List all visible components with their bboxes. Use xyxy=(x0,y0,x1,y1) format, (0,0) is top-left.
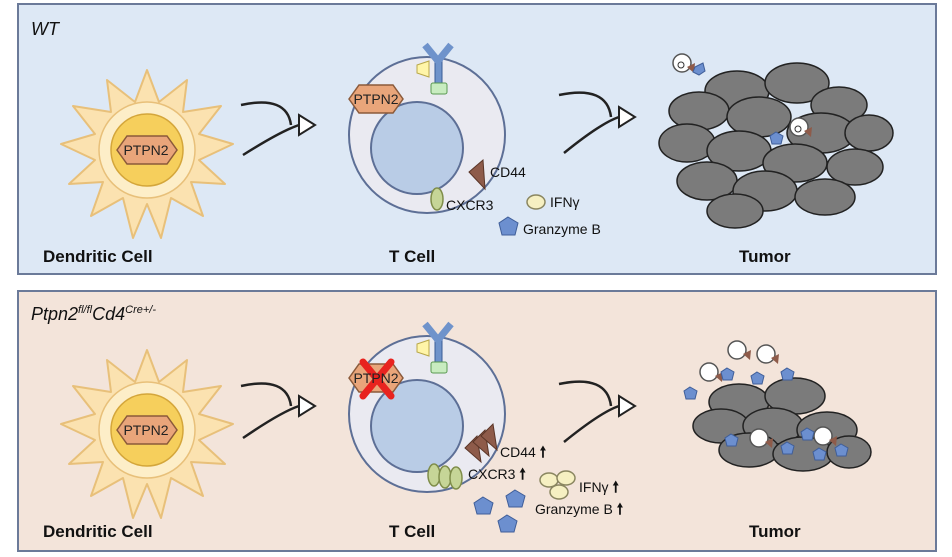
ptpn2-protein xyxy=(116,415,178,445)
cd44-label: CD44 xyxy=(490,164,526,180)
dendritic-cell-label: Dendritic Cell xyxy=(43,522,153,541)
ifng-text: IFNγ xyxy=(579,479,609,495)
cxcr3-up-arrow: 🠕 xyxy=(519,466,526,483)
ko-illustration xyxy=(19,292,935,550)
dc-ptpn2-label: PTPN2 xyxy=(123,422,169,438)
t-cell-label: T Cell xyxy=(389,522,436,541)
arrow-dc-to-tcell xyxy=(240,101,317,157)
ko-genotype-label: Ptpn2fl/flCd4Cre+/- xyxy=(31,304,156,325)
genotype-sup-flox: fl/fl xyxy=(78,304,93,316)
infiltrating-tcells xyxy=(699,340,833,448)
genotype-cre: Cd4 xyxy=(92,304,126,324)
ifng-up-arrow: 🠕 xyxy=(612,479,619,496)
wt-genotype-label: WT xyxy=(31,19,59,39)
cd44-text: CD44 xyxy=(500,444,536,460)
tcr-receptor xyxy=(416,321,454,374)
tumor-label: Tumor xyxy=(749,522,801,541)
infiltrating-tcell xyxy=(789,117,812,137)
genotype-sup-cre: Cre+/- xyxy=(125,304,157,316)
dendritic-cell xyxy=(60,69,234,239)
cd44-up-arrow: 🠕 xyxy=(539,444,547,461)
tumor xyxy=(658,62,894,229)
wt-illustration xyxy=(19,5,935,273)
tcr-receptor xyxy=(416,42,454,95)
ko-panel: Ptpn2fl/flCd4Cre+/- PTPN2 PTPN2 CD44 🠕 C… xyxy=(17,290,937,552)
cd44-marker xyxy=(468,158,486,191)
knockout-cross xyxy=(359,358,395,400)
cxcr3-marker xyxy=(430,187,444,211)
cd44-label: CD44 🠕 xyxy=(500,442,546,467)
dendritic-cell-label: Dendritic Cell xyxy=(43,247,153,266)
granzyme-up-arrow: 🠕 xyxy=(616,501,624,518)
ptpn2-protein xyxy=(348,84,404,114)
ifng-icon xyxy=(526,194,546,210)
genotype-main: Ptpn2 xyxy=(31,304,79,324)
granzyme-label: Granzyme B 🠕 xyxy=(535,499,623,524)
ifng-label: IFNγ xyxy=(550,194,580,210)
dc-ptpn2-label: PTPN2 xyxy=(123,142,169,158)
tumor-label: Tumor xyxy=(739,247,791,266)
ptpn2-protein xyxy=(116,135,178,165)
ifng-cluster xyxy=(539,470,576,500)
granzyme-label: Granzyme B xyxy=(523,221,601,237)
t-cell xyxy=(348,42,506,214)
infiltrating-markers xyxy=(715,350,837,448)
granzyme-cluster xyxy=(473,489,526,533)
tcell-ptpn2-label: PTPN2 xyxy=(353,91,399,107)
infiltrating-tcell xyxy=(672,53,706,76)
granzyme-icon xyxy=(769,131,784,145)
cd44-cluster xyxy=(464,422,498,464)
cxcr3-text: CXCR3 xyxy=(468,466,516,482)
cxcr3-label: CXCR3 🠕 xyxy=(468,464,526,489)
t-cell-label: T Cell xyxy=(389,247,436,266)
tumor-granzymes xyxy=(683,367,849,461)
arrow-tcell-to-tumor xyxy=(558,380,637,443)
wt-panel: WT PTPN2 PTPN2 CD44 CXCR3 IFNγ Granzyme … xyxy=(17,3,937,275)
cxcr3-label: CXCR3 xyxy=(446,197,494,213)
ifng-label: IFNγ 🠕 xyxy=(579,477,619,502)
arrow-dc-to-tcell xyxy=(240,382,317,440)
arrow-tcell-to-tumor xyxy=(558,91,637,154)
tcell-ptpn2-label: PTPN2 xyxy=(353,370,399,386)
granzyme-text: Granzyme B xyxy=(535,501,613,517)
cxcr3-cluster xyxy=(427,463,463,490)
dendritic-cell xyxy=(60,349,234,519)
granzyme-icon xyxy=(498,216,519,236)
t-cell xyxy=(348,321,506,493)
